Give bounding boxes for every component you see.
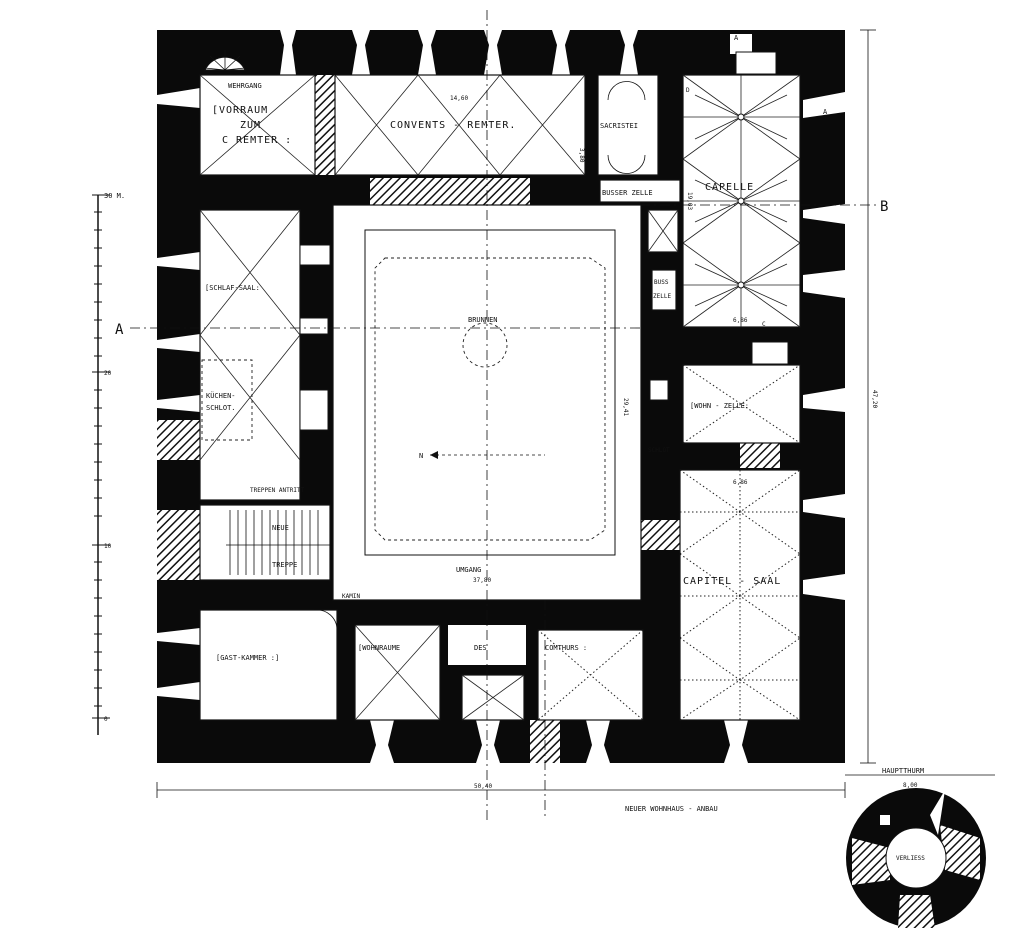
label-sacristei: SACRISTEI — [600, 122, 638, 130]
label-neue: NEUE — [272, 524, 289, 532]
room-capelle — [682, 51, 801, 328]
hatched-walls — [157, 75, 780, 763]
dim-remter-width: 14,60 — [450, 95, 468, 102]
section-mark-a-right: A — [823, 108, 828, 116]
dim-total-width: 50,40 — [474, 783, 492, 790]
label-vorraum-1: [VORRAUM — [212, 105, 268, 116]
room-wohnraume — [354, 624, 644, 721]
spiral-stair — [204, 50, 246, 71]
hauptthurm — [846, 788, 986, 928]
label-treppe: TREPPE — [272, 561, 297, 569]
room-convents-remter — [334, 74, 586, 176]
room-busser-zelle — [599, 179, 681, 311]
section-mark-d: D — [686, 87, 690, 94]
label-des: DES — [474, 644, 487, 652]
label-buss-zelle-small-1: BUSS — [654, 279, 669, 286]
left-windows — [157, 88, 200, 700]
dim-thurm-width: 8,00 — [903, 782, 918, 789]
dim-capitel-width: 6,86 — [733, 479, 748, 486]
dim-remter-depth: 3,80 — [578, 148, 585, 163]
label-convents-remter: CONVENTS - REMTER. — [390, 120, 516, 131]
room-sacristei — [597, 74, 659, 176]
label-capelle: CAPELLE — [705, 182, 754, 193]
dim-total-depth: 47,20 — [871, 390, 878, 408]
dim-capelle-side: 19,03 — [686, 192, 693, 210]
label-comthurs: COMTHURS : — [545, 644, 587, 652]
section-mark-c: C — [762, 321, 766, 328]
room-vorraum — [199, 74, 316, 176]
room-gast-kammer — [199, 609, 338, 721]
label-schlaf-saal: [SCHLAF-SAAL: — [205, 284, 260, 292]
north-arrow-label: N — [419, 452, 423, 460]
label-brunnen: BRUNNEN — [468, 316, 498, 324]
label-schlot: SCHLOT. — [206, 404, 236, 412]
section-axes — [130, 10, 880, 820]
top-windows — [280, 30, 752, 75]
dim-court-depth: 29,41 — [622, 398, 629, 416]
label-gast-kammer: [GAST-KAMMER :] — [216, 654, 279, 662]
dimension-lines — [156, 29, 995, 798]
dim-capelle-width: 6,86 — [733, 317, 748, 324]
label-vorraum-2: ZUM — [240, 120, 261, 131]
room-schlaf-saal — [199, 209, 331, 501]
label-buss-zelle-small-2: ZELLE — [653, 293, 671, 300]
label-verliess: VERLIESS — [896, 855, 925, 862]
label-neuer-wohnhaus: NEUER WOHNHAUS - ANBAU — [625, 805, 718, 813]
label-treppen-antritt: TREPPEN ANTRITT — [250, 487, 305, 494]
scale-bar — [92, 194, 110, 735]
dim-court-width: 37,80 — [473, 577, 491, 584]
bottom-windows — [370, 720, 748, 763]
scale-label-10: 10 — [104, 543, 112, 550]
label-wehrgang: WEHRGANG — [228, 82, 262, 90]
room-neue-treppe — [199, 504, 331, 581]
label-kuchen: KÜCHEN- — [206, 391, 236, 400]
label-wohn-zelle: [WOHN - ZELLE: — [690, 402, 749, 410]
label-busser-zelle: BUSSER ZELLE — [602, 189, 653, 197]
room-wohn-zelle — [649, 341, 801, 444]
label-umgang: UMGANG — [456, 566, 481, 574]
room-capitel-saal — [679, 469, 801, 721]
right-windows — [803, 92, 845, 600]
label-kamin: KAMIN — [342, 593, 360, 600]
section-mark-b: B — [880, 199, 888, 215]
label-schlot-small: SCHLOT — [648, 447, 670, 454]
label-hauptthurm: HAUPTTHURM — [882, 767, 924, 775]
label-capitel-saal: CAPITEL - SAAL — [683, 576, 781, 587]
section-mark-a-top: A — [734, 34, 739, 42]
section-mark-a-left: A — [115, 322, 124, 338]
scale-label-0: 0 — [104, 716, 108, 723]
label-vorraum-3: C REMTER : — [222, 135, 292, 146]
scale-label-20: 20 — [104, 370, 112, 377]
scale-label-30: 30 M. — [104, 192, 125, 200]
label-wohnraume: [WOHNRAUME — [358, 644, 400, 652]
